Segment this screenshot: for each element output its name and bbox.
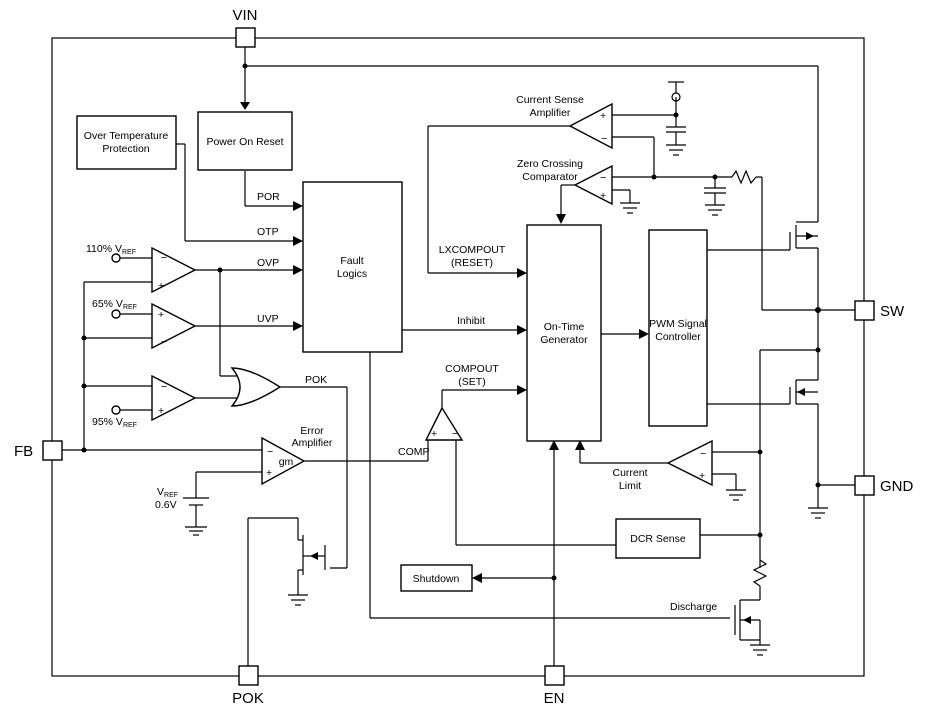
- svg-text:−: −: [161, 381, 167, 393]
- comp-label: COMP: [398, 446, 430, 458]
- junction-dots: [81, 63, 821, 581]
- ref-110-terminal: [111, 253, 121, 263]
- ea-label-1: Error: [300, 425, 324, 437]
- curlim-label-1: Current: [612, 467, 647, 479]
- vin-pin: [235, 27, 256, 48]
- pwm-label-2: Controller: [655, 331, 701, 343]
- discharge-label: Discharge: [670, 601, 717, 613]
- current-limit-amplifier: − +: [666, 439, 713, 487]
- inhibit-label: Inhibit: [457, 315, 485, 327]
- chip-outline: [51, 37, 865, 677]
- shutdown-label: Shutdown: [413, 573, 460, 585]
- pok-comparator: − +: [151, 374, 197, 422]
- ref-95-terminal: [111, 405, 121, 415]
- lxcompout-label-1: LXCOMPOUT: [439, 244, 506, 256]
- pwm-controller-block: [648, 229, 708, 427]
- uvp-comparator: + −: [151, 302, 197, 350]
- ontime-label-1: On-Time: [544, 321, 585, 333]
- error-amplifier: − +: [261, 436, 306, 486]
- ontime-label-2: Generator: [540, 334, 588, 346]
- wires: [62, 47, 855, 666]
- otp-label-1: Over Temperature: [84, 130, 169, 142]
- or-gate: [230, 367, 282, 407]
- gnd-pin-label: GND: [880, 478, 914, 495]
- svg-text:−: −: [452, 428, 458, 440]
- vin-pin-label: VIN: [232, 7, 257, 24]
- fault-label-1: Fault: [340, 255, 363, 267]
- current-sense-amplifier: + −: [568, 102, 613, 150]
- curlim-label-2: Limit: [619, 480, 641, 492]
- otp-block: [76, 115, 177, 170]
- en-pin: [544, 665, 565, 686]
- svg-text:−: −: [161, 252, 167, 264]
- svg-text:+: +: [158, 309, 164, 321]
- en-pin-label: EN: [544, 690, 565, 707]
- svg-text:+: +: [158, 280, 164, 292]
- ea-label-2: Amplifier: [292, 437, 333, 449]
- por-signal-label: POR: [257, 191, 280, 203]
- zcc-label-1: Zero Crossing: [517, 158, 583, 170]
- fault-logic-block: [302, 181, 403, 353]
- zcc-label-2: Comparator: [522, 171, 578, 183]
- svg-text:−: −: [601, 133, 607, 145]
- svg-text:+: +: [266, 467, 272, 479]
- pok-pin: [238, 665, 259, 686]
- ref-110-label: 110% VREF: [86, 243, 136, 256]
- svg-text:+: +: [600, 110, 606, 122]
- svg-text:−: −: [700, 448, 706, 460]
- vref-value-label: 0.6V: [155, 499, 177, 511]
- por-label: Power On Reset: [206, 136, 283, 148]
- dcr-sense-block: [615, 518, 701, 559]
- ovp-comparator: − +: [151, 246, 197, 294]
- fb-pin-label: FB: [14, 443, 33, 460]
- shutdown-block: [400, 564, 473, 592]
- svg-text:+: +: [699, 470, 705, 482]
- ovp-signal-label: OVP: [257, 257, 279, 269]
- pok-signal-label: POK: [305, 374, 327, 386]
- vref-label: VREF: [157, 486, 178, 499]
- svg-text:−: −: [161, 336, 167, 348]
- svg-text:−: −: [267, 446, 273, 458]
- sw-pin-label: SW: [880, 303, 905, 320]
- compout-label-1: COMPOUT: [445, 363, 499, 375]
- fault-label-2: Logics: [337, 268, 367, 280]
- csa-label-2: Amplifier: [530, 107, 571, 119]
- lxcompout-label-2: (RESET): [451, 257, 493, 269]
- zero-crossing-comparator: − +: [573, 164, 613, 206]
- svg-text:+: +: [600, 190, 606, 202]
- dcr-label: DCR Sense: [630, 533, 686, 545]
- uvp-signal-label: UVP: [257, 313, 279, 325]
- pwm-label-1: PWM Signal: [649, 318, 707, 330]
- sw-pin: [854, 300, 875, 321]
- svg-text:−: −: [600, 172, 606, 184]
- gnd-pin: [854, 475, 875, 496]
- ref-95-label: 95% VREF: [92, 416, 137, 429]
- pok-pin-label: POK: [232, 690, 264, 707]
- fb-pin: [42, 440, 63, 461]
- gm-label: gm: [279, 456, 294, 468]
- ref-65-label: 65% VREF: [92, 298, 137, 311]
- ref-65-terminal: [111, 309, 121, 319]
- on-time-generator-block: [526, 224, 602, 442]
- por-block: [197, 111, 293, 171]
- csa-label-1: Current Sense: [516, 94, 584, 106]
- svg-text:+: +: [431, 428, 437, 440]
- pwm-comparator: + −: [424, 406, 464, 441]
- compout-label-2: (SET): [458, 376, 485, 388]
- svg-text:+: +: [158, 405, 164, 417]
- otp-signal-label: OTP: [257, 226, 279, 238]
- otp-label-2: Protection: [102, 143, 149, 155]
